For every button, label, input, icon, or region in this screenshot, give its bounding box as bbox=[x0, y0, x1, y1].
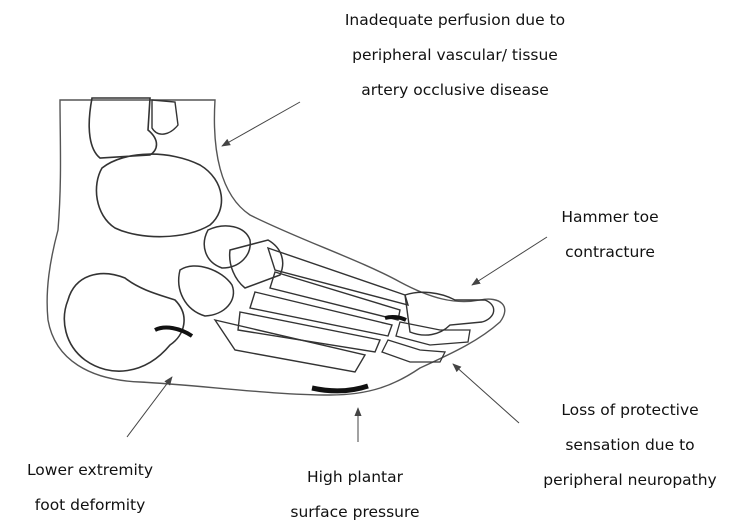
tibia-bone bbox=[89, 98, 156, 158]
calcaneus-bone bbox=[64, 274, 184, 372]
hammer-toe-label: Hammer toe contracture bbox=[535, 207, 685, 277]
lower-extremity-label: Lower extremity foot deformity bbox=[0, 460, 180, 530]
plantar-pressure-label: High plantar surface pressure bbox=[270, 467, 440, 532]
talus-bone bbox=[96, 154, 221, 237]
fibula-bone bbox=[152, 100, 178, 134]
heel-callus bbox=[155, 328, 192, 336]
perfusion-line-2: peripheral vascular/ tissue bbox=[290, 45, 620, 65]
toe-phalanges-3 bbox=[382, 340, 445, 362]
loss-sensation-arrow bbox=[453, 364, 519, 423]
metatarsal-4 bbox=[238, 312, 380, 352]
plantar-pressure-line-2: surface pressure bbox=[270, 502, 440, 522]
hammer-toe-line-2: contracture bbox=[535, 242, 685, 262]
loss-sensation-line-1: Loss of protective bbox=[525, 400, 735, 420]
lower-extremity-arrow bbox=[127, 377, 172, 437]
metatarsal-5 bbox=[215, 320, 365, 372]
metatarsal-3 bbox=[250, 292, 392, 336]
toe-phalanges-2 bbox=[396, 322, 470, 345]
perfusion-label: Inadequate perfusion due to peripheral v… bbox=[290, 10, 620, 115]
hammer-toe-line-1: Hammer toe bbox=[535, 207, 685, 227]
perfusion-line-3: artery occlusive disease bbox=[290, 80, 620, 100]
loss-sensation-label: Loss of protective sensation due to peri… bbox=[525, 400, 735, 505]
lower-extremity-line-2: foot deformity bbox=[0, 495, 180, 515]
metatarsal-2 bbox=[270, 272, 400, 320]
plantar-callus bbox=[312, 386, 368, 391]
loss-sensation-line-2: sensation due to bbox=[525, 435, 735, 455]
perfusion-line-1: Inadequate perfusion due to bbox=[290, 10, 620, 30]
lower-extremity-line-1: Lower extremity bbox=[0, 460, 180, 480]
cuboid-bone bbox=[179, 266, 234, 316]
toe-phalanges bbox=[405, 292, 494, 335]
perfusion-arrow bbox=[222, 102, 300, 146]
loss-sensation-line-3: peripheral neuropathy bbox=[525, 470, 735, 490]
plantar-pressure-line-1: High plantar bbox=[270, 467, 440, 487]
